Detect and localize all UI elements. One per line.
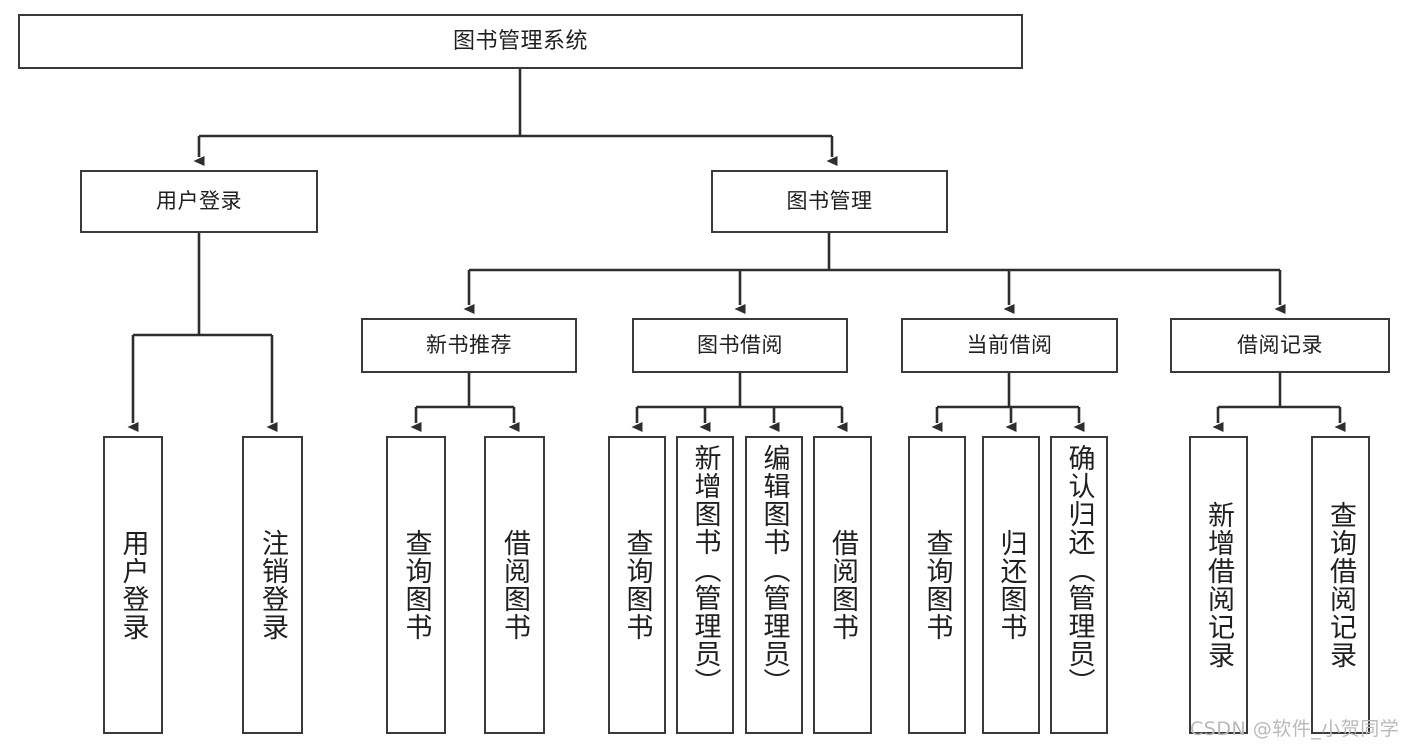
node-leaf-borrow-add-book[interactable]: 新增图书（管理员）: [676, 436, 734, 734]
node-book-manage[interactable]: 图书管理: [711, 170, 948, 233]
node-leaf-records-add-record-label: 新增借阅记录: [1203, 501, 1234, 669]
node-new-book-recommend[interactable]: 新书推荐: [361, 318, 577, 373]
node-borrow-records-label: 借阅记录: [1237, 333, 1323, 358]
node-leaf-records-add-record[interactable]: 新增借阅记录: [1189, 436, 1248, 734]
node-leaf-records-query-record-label: 查询借阅记录: [1325, 501, 1356, 669]
node-book-borrow-label: 图书借阅: [697, 333, 783, 358]
node-book-manage-label: 图书管理: [786, 189, 873, 214]
node-book-borrow[interactable]: 图书借阅: [632, 318, 848, 373]
node-root-label: 图书管理系统: [452, 28, 588, 54]
node-leaf-newbook-query-books-label: 查询图书: [400, 529, 432, 641]
node-borrow-records[interactable]: 借阅记录: [1170, 318, 1390, 373]
node-user-login[interactable]: 用户登录: [80, 170, 318, 233]
node-leaf-newbook-borrow-books-label: 借阅图书: [499, 529, 530, 641]
node-leaf-borrow-query-books-label: 查询图书: [621, 529, 653, 641]
node-leaf-current-return-books[interactable]: 归还图书: [982, 436, 1040, 734]
node-leaf-current-query-books-label: 查询图书: [921, 529, 953, 641]
node-leaf-user-logout[interactable]: 注销登录: [242, 436, 303, 734]
node-leaf-borrow-edit-book-label: 编辑图书（管理员）: [758, 444, 790, 696]
node-current-borrow[interactable]: 当前借阅: [901, 318, 1118, 373]
node-leaf-current-query-books[interactable]: 查询图书: [908, 436, 966, 734]
node-root[interactable]: 图书管理系统: [18, 14, 1023, 69]
node-leaf-records-query-record[interactable]: 查询借阅记录: [1311, 436, 1370, 734]
node-leaf-borrow-borrow-book[interactable]: 借阅图书: [813, 436, 872, 734]
node-leaf-borrow-query-books[interactable]: 查询图书: [608, 436, 666, 734]
node-leaf-current-return-books-label: 归还图书: [995, 529, 1027, 641]
node-user-login-label: 用户登录: [156, 189, 242, 214]
node-leaf-user-login-label: 用户登录: [117, 529, 149, 641]
node-leaf-borrow-borrow-book-label: 借阅图书: [827, 529, 858, 641]
node-leaf-user-logout-label: 注销登录: [257, 529, 288, 641]
csdn-watermark: CSDN @软件_小贺同学: [1190, 718, 1400, 740]
node-leaf-user-login[interactable]: 用户登录: [103, 436, 163, 734]
node-leaf-current-confirm-return-label: 确认归还（管理员）: [1063, 444, 1095, 696]
node-leaf-newbook-borrow-books[interactable]: 借阅图书: [484, 436, 545, 734]
node-leaf-newbook-query-books[interactable]: 查询图书: [386, 436, 446, 734]
node-new-book-recommend-label: 新书推荐: [426, 333, 512, 358]
node-current-borrow-label: 当前借阅: [966, 333, 1053, 358]
node-leaf-borrow-add-book-label: 新增图书（管理员）: [689, 444, 721, 696]
node-leaf-current-confirm-return[interactable]: 确认归还（管理员）: [1050, 436, 1108, 734]
node-leaf-borrow-edit-book[interactable]: 编辑图书（管理员）: [745, 436, 803, 734]
